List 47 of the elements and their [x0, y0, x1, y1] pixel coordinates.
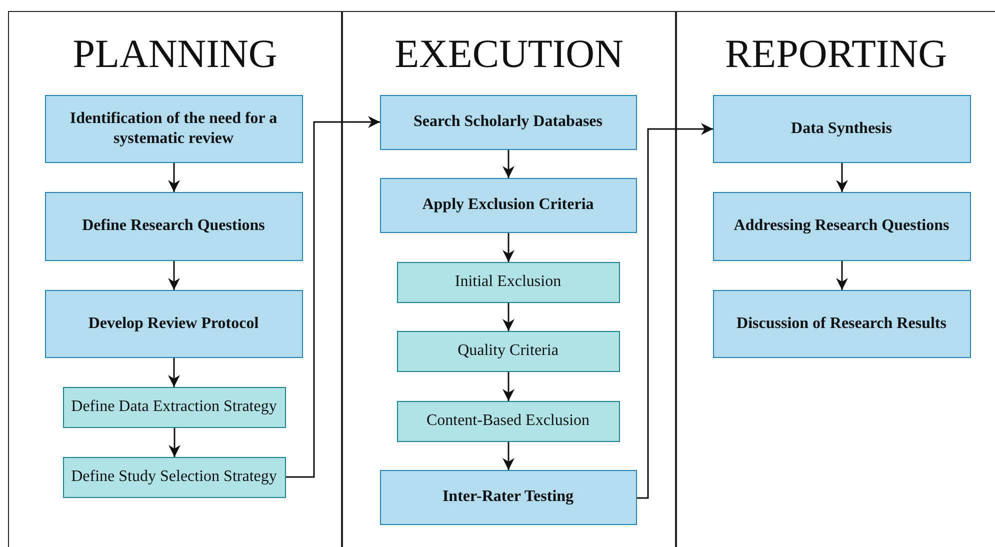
- box-label: Inter-Rater Testing: [442, 487, 574, 507]
- box-label: Addressing Research Questions: [734, 216, 950, 236]
- process-box: [712, 290, 970, 358]
- lane-heading: PLANNING: [72, 32, 278, 76]
- box-label: Discussion of Research Results: [736, 314, 946, 334]
- arrow: [836, 261, 848, 290]
- process-box: [44, 94, 302, 162]
- subprocess-box: [396, 330, 620, 372]
- process-box: [380, 178, 636, 232]
- subprocess-box: [396, 400, 620, 442]
- process-box: [712, 94, 970, 162]
- lane-heading: EXECUTION: [394, 32, 624, 76]
- arrow: [168, 358, 180, 387]
- process-box: [712, 192, 970, 260]
- arrow: [286, 116, 380, 478]
- arrow: [502, 303, 514, 331]
- subprocess-box: [62, 386, 286, 428]
- process-box: [380, 470, 636, 524]
- process-box: [380, 94, 636, 150]
- subprocess-box: [396, 262, 620, 302]
- arrow: [502, 233, 514, 262]
- swimlane-column: [8, 11, 342, 547]
- arrow: [502, 372, 514, 401]
- arrow: [502, 150, 514, 178]
- box-label: Initial Exclusion: [454, 272, 562, 292]
- arrow: [836, 163, 848, 192]
- arrow: [168, 261, 180, 290]
- box-label: Define Research Questions: [82, 216, 265, 236]
- box-label: Content-Based Exclusion: [426, 411, 590, 431]
- box-label: Quality Criteria: [458, 341, 558, 361]
- swimlane-column: [676, 11, 995, 547]
- subprocess-box: [62, 456, 286, 498]
- box-label: Define Data Extraction Strategy: [71, 397, 277, 417]
- process-box: [44, 290, 302, 358]
- arrow: [637, 123, 713, 499]
- box-label: Define Study Selection Strategy: [71, 467, 277, 487]
- process-box: [44, 192, 302, 260]
- lane-heading: REPORTING: [724, 32, 948, 76]
- arrow: [168, 428, 180, 457]
- box-label: Apply Exclusion Criteria: [422, 195, 594, 215]
- swimlane-column: [342, 11, 676, 547]
- box-label: Search Scholarly Databases: [413, 112, 603, 132]
- box-label: Develop Review Protocol: [88, 314, 259, 334]
- box-label: Data Synthesis: [791, 118, 892, 138]
- arrow: [168, 163, 180, 192]
- arrow: [502, 442, 514, 470]
- box-label: Identification of the need for a systematic review: [68, 108, 278, 148]
